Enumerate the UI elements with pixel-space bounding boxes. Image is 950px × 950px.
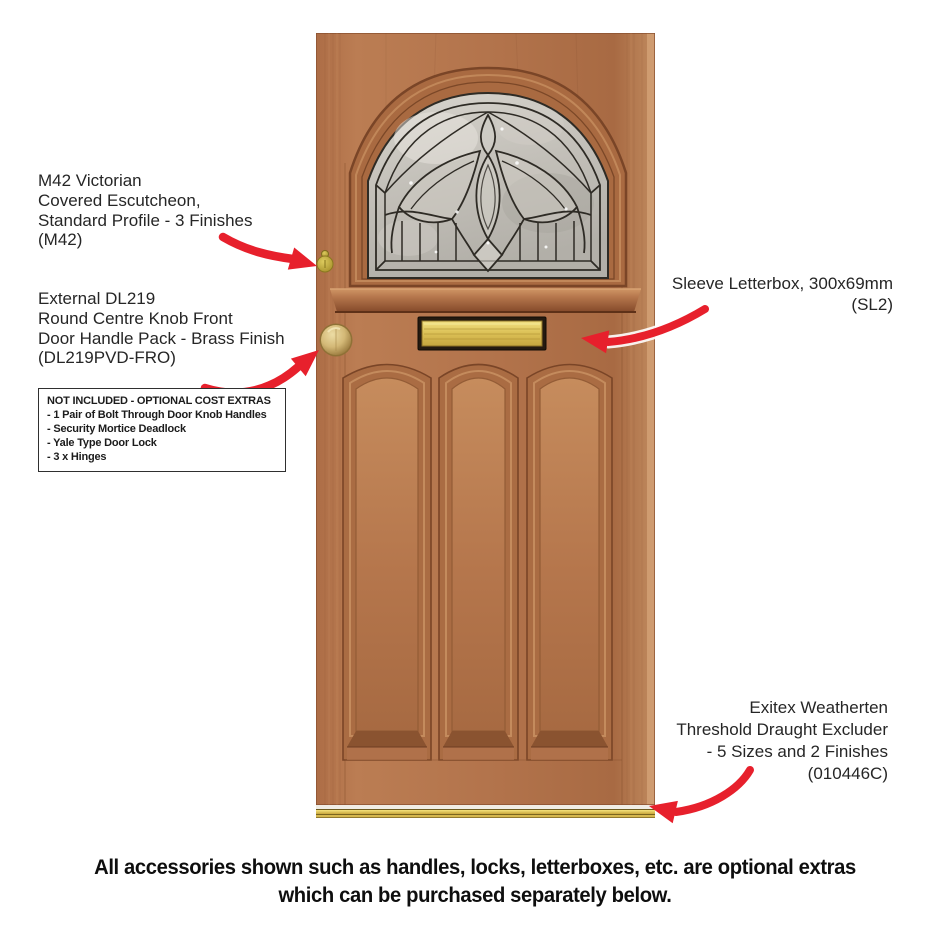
annotation-escutcheon: M42 Victorian Covered Escutcheon, Standa… [38,171,253,250]
glass-sill-molding [330,288,641,313]
annotation-line: M42 Victorian [38,171,142,190]
door-knob [319,323,353,357]
not-included-item: - 3 x Hinges [47,451,107,463]
glass-sparkles [409,127,568,254]
annotation-line: (010446C) [807,764,888,783]
annotation-line: (SL2) [851,295,893,314]
annotation-line: External DL219 [38,289,156,308]
letterbox-plate [417,316,547,351]
annotation-line: Exitex Weatherten [749,698,888,717]
door-image [316,33,655,818]
annotation-line: (DL219PVD-FRO) [38,348,176,368]
not-included-item: - Yale Type Door Lock [47,437,157,449]
door-panels [342,363,622,761]
annotation-line: Sleeve Letterbox, 300x69mm [671,274,893,293]
caption-line: which can be purchased separately below. [278,883,672,907]
annotation-line: Threshold Draught Excluder [676,720,888,739]
not-included-box: NOT INCLUDED - OPTIONAL COST EXTRAS - 1 … [38,388,286,472]
annotation-handle: External DL219 Round Centre Knob Front D… [38,289,285,368]
not-included-item: - 1 Pair of Bolt Through Door Knob Handl… [47,409,267,421]
caption-line: All accessories shown such as handles, l… [94,855,856,879]
annotation-letterbox: Sleeve Letterbox, 300x69mm (SL2) [600,273,893,315]
annotation-threshold: Exitex Weatherten Threshold Draught Excl… [600,697,888,785]
threshold-strip [316,805,655,818]
not-included-title: NOT INCLUDED - OPTIONAL COST EXTRAS [47,395,271,407]
wood-grain-light [328,33,632,805]
annotation-line: Round Centre Knob Front [38,308,233,328]
annotation-line: Standard Profile - 3 Finishes [38,210,253,230]
annotation-line: - 5 Sizes and 2 Finishes [706,742,888,761]
door-panel-middle [438,363,519,761]
escutcheon [316,250,334,273]
footer-caption: All accessories shown such as handles, l… [29,853,922,909]
not-included-item: - Security Mortice Deadlock [47,423,186,435]
annotation-line: Covered Escutcheon, [38,190,201,210]
door-panel-right [526,363,613,761]
door-panel-left [342,363,432,761]
annotation-line: (M42) [38,230,83,250]
door-glass-panel [348,66,628,288]
glass-leadwork [375,102,601,273]
annotation-line: Door Handle Pack - Brass Finish [38,328,285,348]
